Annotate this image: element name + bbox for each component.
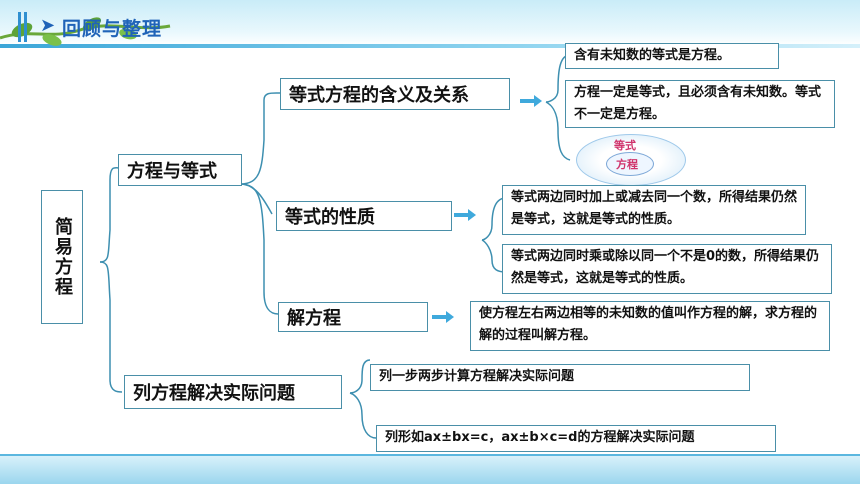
- header-divider: [0, 44, 860, 48]
- header-bar: [0, 0, 860, 46]
- node-solve-problems: 列方程解决实际问题: [124, 375, 342, 409]
- root-node: 简易方程: [41, 190, 83, 324]
- detail-problem-1: 列一步两步计算方程解决实际问题: [370, 364, 750, 391]
- venn-inner-ellipse: [606, 152, 654, 176]
- detail-property-2: 等式两边同时乘或除以同一个不是0的数，所得结果仍然是等式，这就是等式的性质。: [502, 244, 832, 294]
- detail-property-1: 等式两边同时加上或减去同一个数，所得结果仍然是等式，这就是等式的性质。: [502, 185, 806, 235]
- detail-meaning-1: 含有未知数的等式是方程。: [565, 43, 779, 69]
- node-solving-equation: 解方程: [278, 302, 428, 332]
- venn-label-equality: 等式: [614, 139, 636, 152]
- detail-meaning-2: 方程一定是等式，且必须含有未知数。等式不一定是方程。: [565, 80, 835, 128]
- footer-divider: [0, 454, 860, 456]
- venn-label-equation: 方程: [616, 158, 638, 171]
- node-equation-and-equality: 方程与等式: [118, 154, 242, 186]
- footer-bar: [0, 456, 860, 484]
- chevron-right-icon: ➤: [40, 15, 56, 36]
- vine-decoration-icon: [0, 12, 171, 46]
- node-meaning-relation: 等式方程的含义及关系: [280, 78, 510, 110]
- node-equality-properties: 等式的性质: [276, 201, 452, 231]
- detail-problem-2: 列形如ax±bx=c，ax±b×c=d的方程解决实际问题: [376, 425, 776, 452]
- page-title: 回顾与整理: [62, 18, 163, 40]
- detail-solving-1: 使方程左右两边相等的未知数的值叫作方程的解，求方程的解的过程叫解方程。: [470, 301, 830, 351]
